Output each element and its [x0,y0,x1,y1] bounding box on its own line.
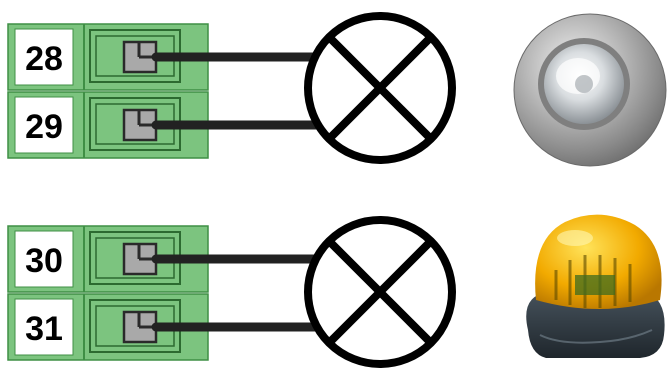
recessed-led-spotlight-icon [513,13,667,167]
lamp-symbol-icon [304,216,456,368]
terminal-group-1: 28 29 [7,23,209,159]
screw-terminal [122,108,158,142]
terminal-number-label: 31 [25,310,63,348]
terminal-number-label: 28 [25,40,63,78]
terminal-group-2: 30 31 [7,225,209,361]
screw-terminal [122,242,158,276]
lamp-symbol-icon [304,12,456,164]
screw-terminal [122,40,158,74]
yellow-flashing-beacon-icon [526,214,665,358]
terminal-block-31: 31 [7,293,209,361]
terminal-number-label: 29 [25,108,63,146]
terminal-number-label: 30 [25,242,63,280]
screw-terminal [122,310,158,344]
